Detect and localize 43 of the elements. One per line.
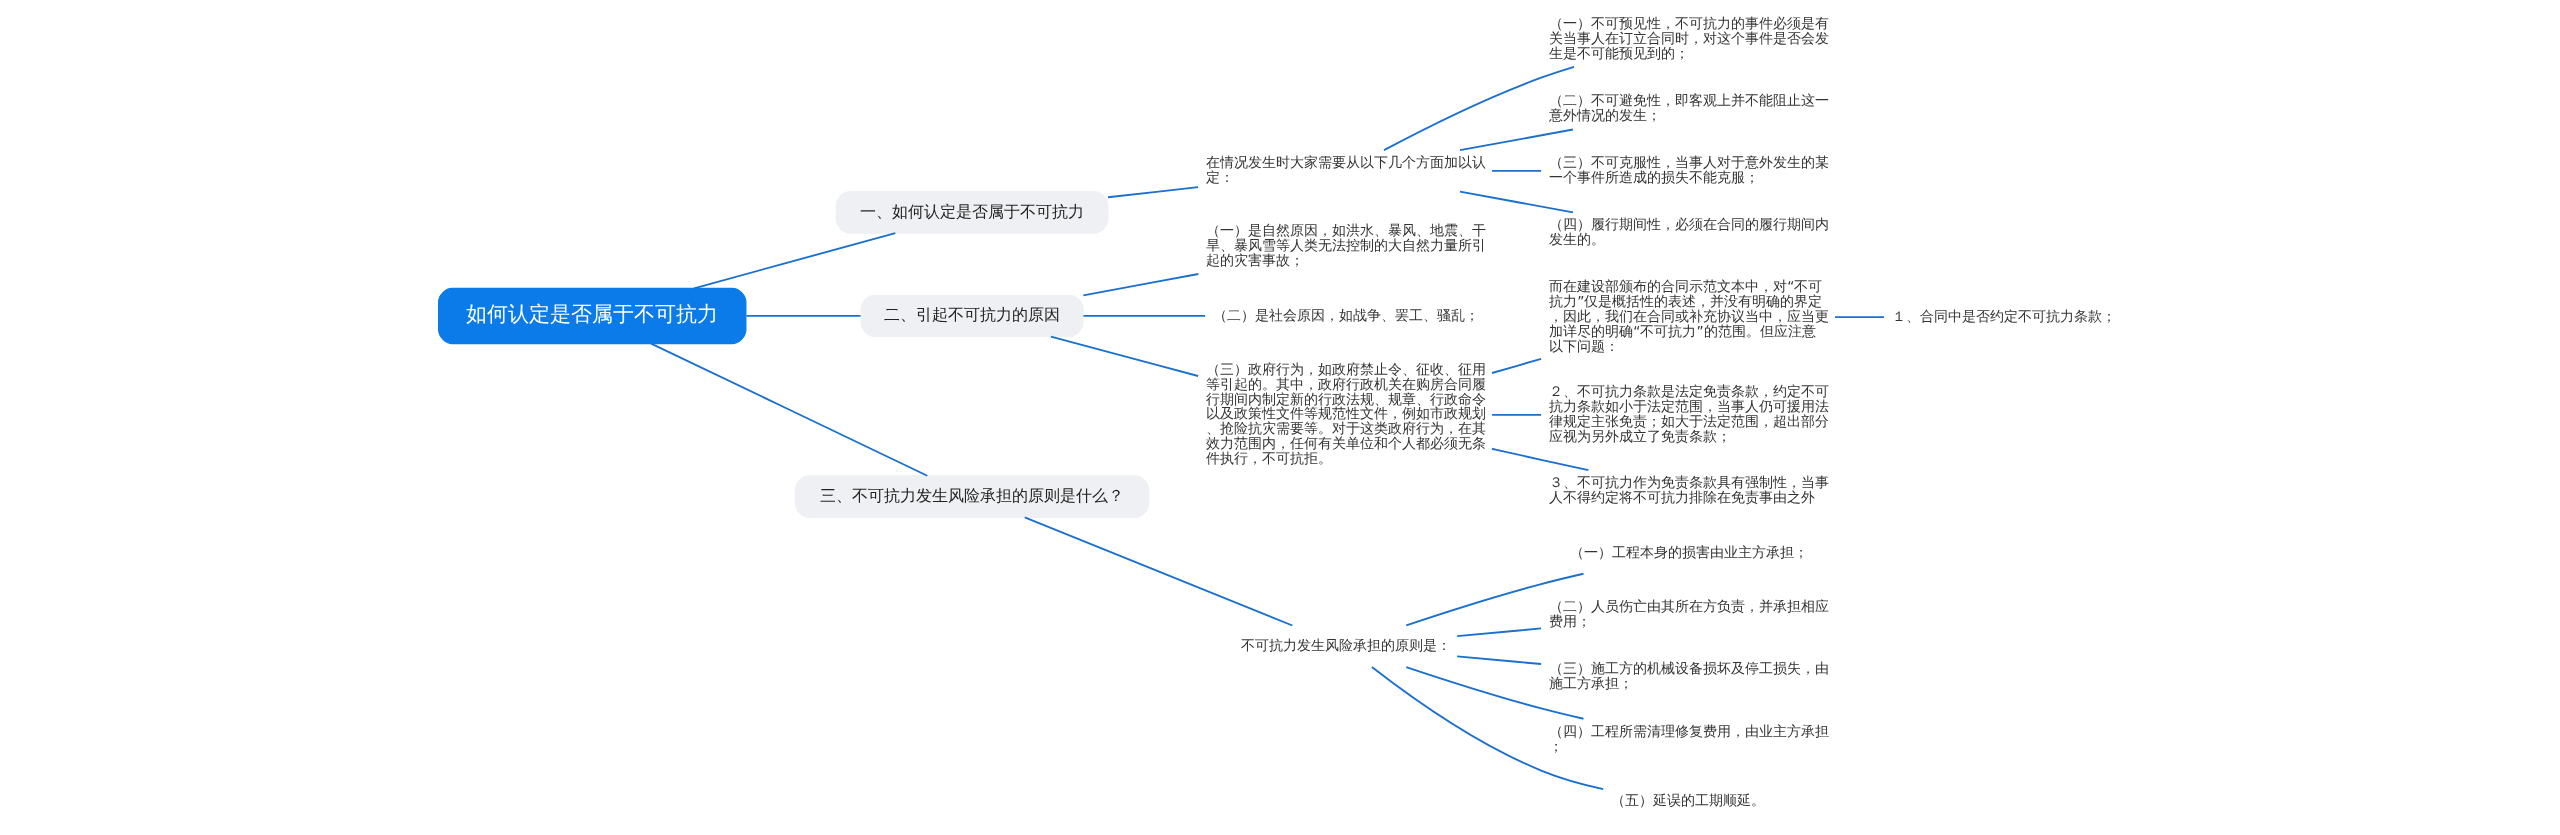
node-text: ２、不可抗力条款是法定免责条款，约定不可抗力条款如小于法定范围，当事人仍可援用法律规定主张免责；如大于法定范围，超出部分应视为另外成立了免责条款； [1548,383,1829,444]
node-box: 一、如何认定是否属于不可抗力 [835,191,1108,234]
connector [1490,170,1542,172]
connector [1081,273,1199,297]
node-text: 在情况发生时大家需要从以下几个方面加以认定： [1205,154,1486,185]
node-text: （一）不可预见性，不可抗力的事件必须是有关当事人在订立合同时，对这个事件是否会发生是不可能预见到的； [1548,15,1829,62]
connector [649,342,928,477]
connector [1455,655,1542,665]
connector [1458,128,1574,152]
connector [1490,414,1542,416]
connector [745,315,861,317]
node-text: ３、不可抗力作为免责条款具有强制性，当事人不得约定将不可抗力排除在免责事由之外 [1548,473,1829,505]
node-text: （三）施工方的机械设备损坏及停工损失，由施工方承担； [1548,660,1829,692]
connector [1404,666,1584,720]
connector [1833,316,1885,318]
connector [1081,315,1206,317]
connector [1023,516,1293,627]
connector [1049,335,1199,377]
connector [1106,186,1199,199]
node-text: （二）人员伤亡由其所在方负责，并承担相应费用； [1548,598,1829,630]
node-box: 如何认定是否属于不可抗力 [437,287,746,345]
node-text: （二）不可避免性，即客观上并不能阻止这一意外情况的发生； [1548,91,1829,123]
node-text: 不可抗力发生风险承担的原则是： [1240,636,1451,653]
node-box: 二、引起不可抗力的原因 [859,294,1084,338]
node-text: （一）是自然原因，如洪水、暴风、地震、干旱、暴风雪等人类无法控制的大自然力量所引起的灾害事故； [1205,222,1486,269]
node-text: （三）不可克服性，当事人对于意外发生的某一个事件所造成的损失不能克服； [1548,154,1829,185]
node-text: （五）延误的工期顺延。 [1610,792,1765,809]
connector [1490,358,1542,374]
node-text: （四）工程所需清理修复费用，由业主方承担； [1548,722,1829,754]
node-text: （三）政府行为，如政府禁止令、征收、征用等引起的。其中，政府行政机关在购房合同履行期间内制定新的行政法规、规章、行政命令以及政策性文件等规范性文件，例如市政规划、抢险抗灾需要等。对于这类政府行为，在其效力范围内，任何有关单位和个人都必须无条件执行，不可抗拒。 [1205,360,1486,467]
connector [692,232,896,290]
connector [1382,65,1575,152]
connector [1455,627,1542,638]
node-text: １、合同中是否约定不可抗力条款； [1891,307,2116,324]
connector [1404,572,1584,627]
connector [1370,666,1604,791]
connector [1458,190,1574,214]
connector [1490,447,1589,472]
node-text: （二）是社会原因，如战争、罢工、骚乱； [1212,306,1479,323]
node-box: 三、不可抗力发生风险承担的原则是什么？ [794,475,1149,518]
node-text: 而在建设部颁布的合同示范文本中，对“不可抗力”仅是概括性的表述，并没有明确的界定，因此，我们在合同或补充协议当中，应当更加详尽的明确“不可抗力”的范围。但应注意以下问题： [1548,277,1829,354]
node-text: （四）履行期间性，必须在合同的履行期间内发生的。 [1548,216,1829,248]
node-text: （一）工程本身的损害由业主方承担； [1569,543,1808,560]
